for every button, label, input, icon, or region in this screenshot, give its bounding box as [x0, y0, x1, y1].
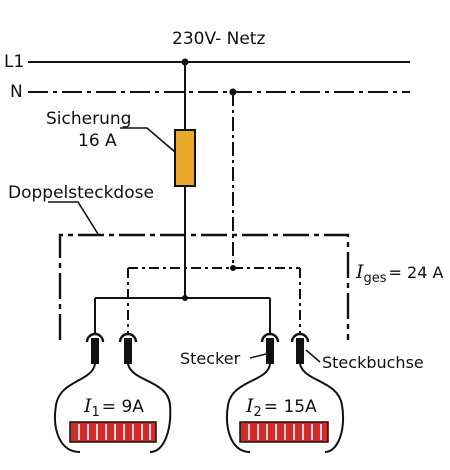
n-bus-junction [230, 265, 236, 271]
jack-2-right [290, 332, 310, 343]
load-1-cable [54, 363, 172, 453]
heater-2 [239, 421, 329, 443]
load-1-symbol: I [83, 395, 92, 417]
fuse-label: Sicherung [46, 109, 131, 129]
plug-pin-1b [124, 338, 132, 364]
socket-outline [58, 233, 350, 340]
jack-2-left [260, 332, 280, 343]
heater-1 [69, 421, 157, 443]
load-2-cable [226, 363, 344, 453]
socket-label: Doppelsteckdose [8, 183, 154, 203]
load-2-symbol: I [245, 395, 254, 417]
total-current-value: = 24 A [389, 263, 444, 282]
plug-leader [249, 353, 267, 359]
total-current-label: Iges= 24 A [355, 261, 443, 286]
load-1-sub: 1 [92, 405, 100, 420]
jack-1-right [118, 332, 138, 343]
total-current-symbol: I [355, 261, 364, 283]
plug-pin-1a [91, 338, 99, 364]
load-1-value: = 9A [102, 397, 144, 417]
load-1-current: I1= 9A [83, 395, 144, 420]
plug-label: Stecker [180, 349, 241, 368]
plug-pin-2a [266, 338, 274, 364]
jack-1-left [85, 332, 105, 343]
jack-leader [305, 349, 321, 363]
diagram-title: 230V- Netz [172, 29, 265, 49]
l1-bus-junction [182, 295, 188, 301]
plug-pin-2b [296, 338, 304, 364]
n-label: N [10, 82, 23, 102]
fuse [174, 129, 196, 187]
load-2-current: I2= 15A [245, 395, 317, 420]
load-2-sub: 2 [254, 405, 262, 420]
load-2-value: = 15A [264, 397, 317, 417]
total-current-sub: ges [364, 271, 387, 286]
jack-label: Steckbuchse [322, 353, 424, 372]
socket-leader [48, 201, 99, 235]
l1-label: L1 [4, 52, 24, 72]
fuse-leader [120, 127, 176, 153]
fuse-rating: 16 A [78, 131, 117, 151]
